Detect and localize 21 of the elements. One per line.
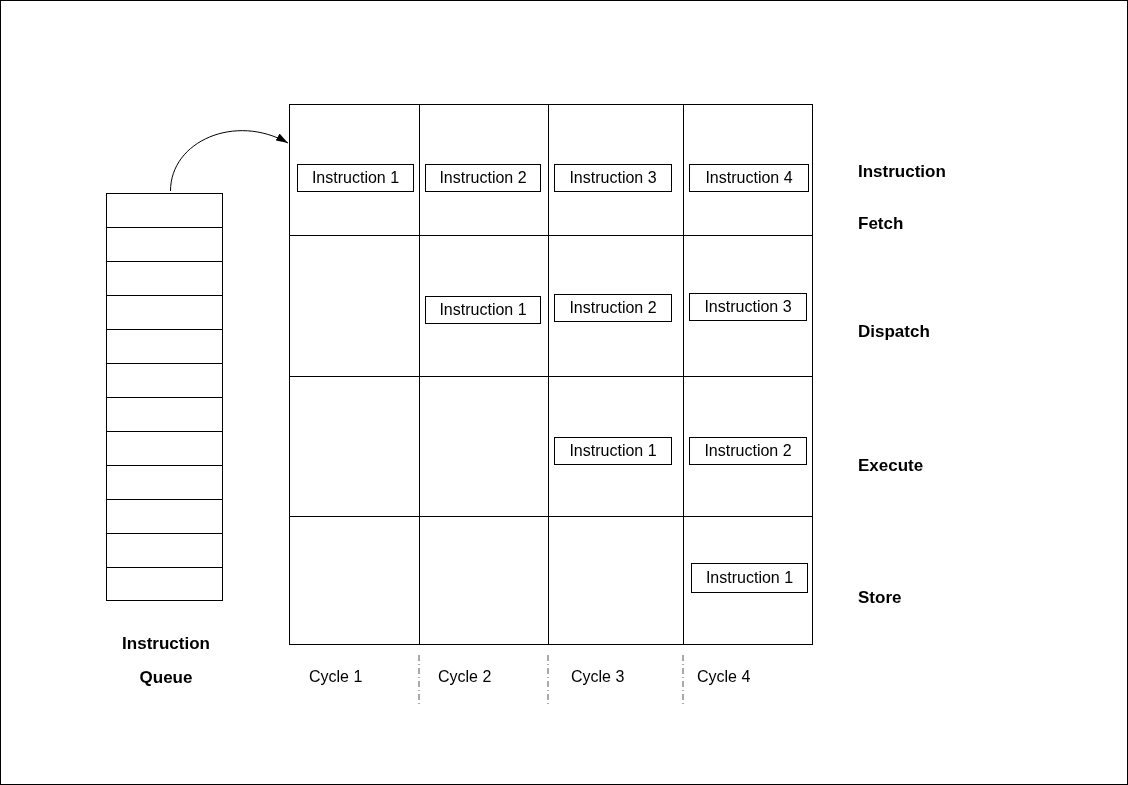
instruction-box: Instruction 2 bbox=[689, 437, 807, 465]
instruction-box: Instruction 1 bbox=[297, 164, 414, 192]
cycle-label: Cycle 2 bbox=[438, 668, 492, 686]
stage-label: Store bbox=[858, 588, 902, 608]
instruction-box: Instruction 1 bbox=[554, 437, 672, 465]
stage-label: Dispatch bbox=[858, 322, 930, 342]
instruction-box: Instruction 1 bbox=[691, 563, 808, 593]
stage-label: Instruction Fetch bbox=[858, 161, 947, 235]
instruction-box: Instruction 4 bbox=[689, 164, 809, 192]
arrow bbox=[170, 130, 289, 192]
instruction-box: Instruction 3 bbox=[689, 293, 807, 321]
stage-label: Execute bbox=[858, 456, 924, 476]
instruction-box: Instruction 2 bbox=[554, 294, 672, 322]
instruction-box: Instruction 1 bbox=[425, 296, 541, 324]
cycle-label: Cycle 1 bbox=[309, 668, 363, 686]
instruction-box: Instruction 2 bbox=[425, 164, 541, 192]
cycle-label: Cycle 3 bbox=[571, 668, 625, 686]
queue-label: Instruction Queue bbox=[121, 633, 211, 689]
cycle-label: Cycle 4 bbox=[697, 668, 751, 686]
instruction-box: Instruction 3 bbox=[554, 164, 672, 192]
pipeline-grid bbox=[289, 104, 813, 645]
